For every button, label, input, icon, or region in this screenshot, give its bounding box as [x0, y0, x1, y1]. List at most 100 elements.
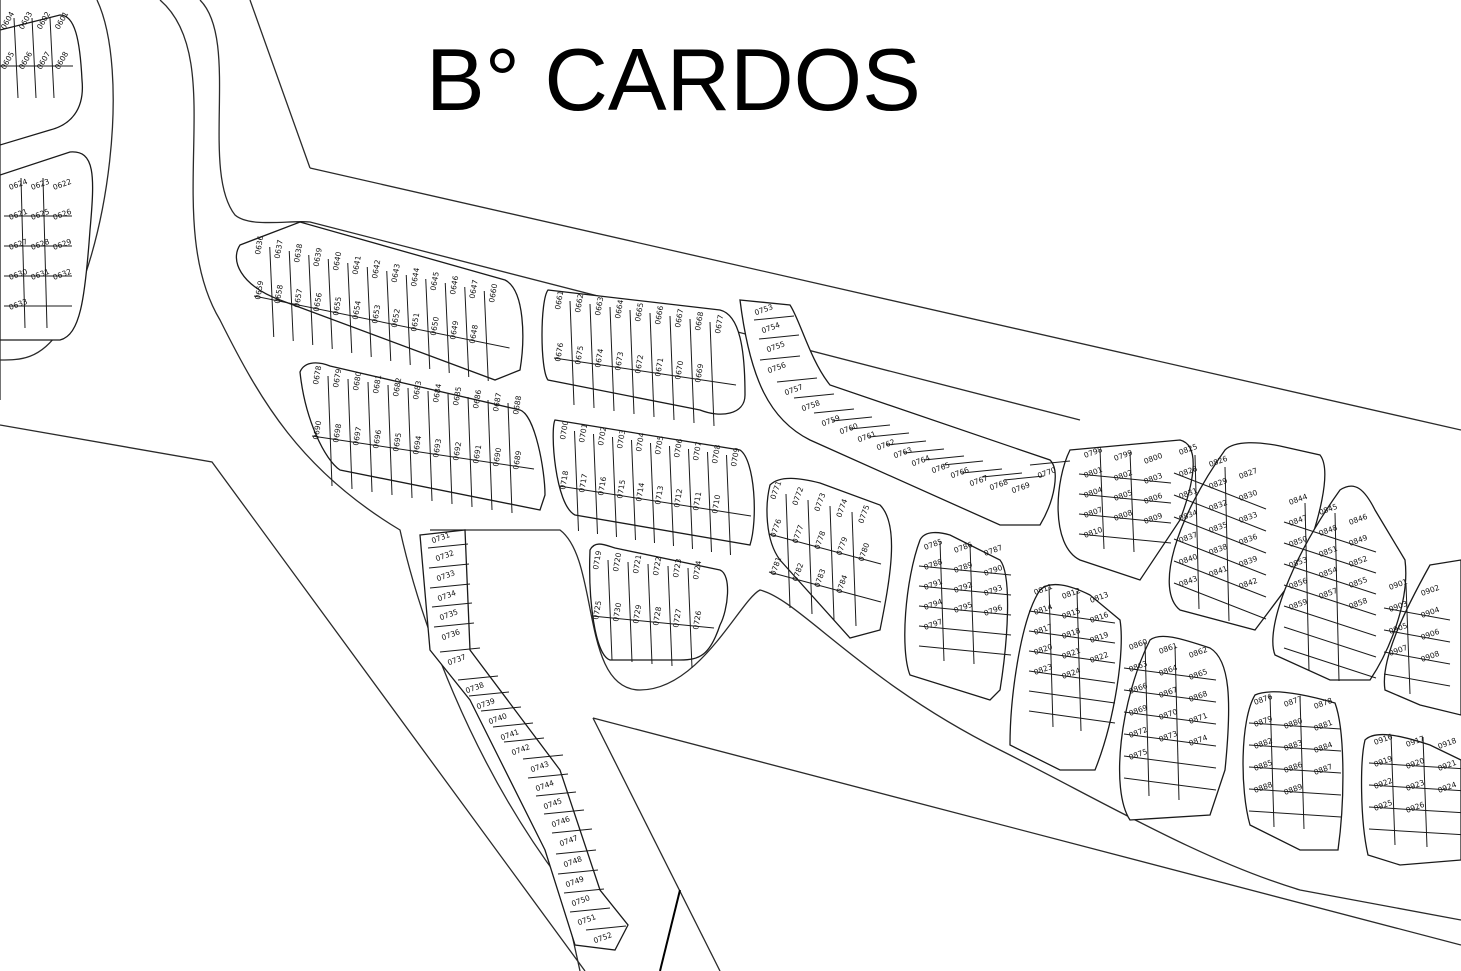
lot-divider: [439, 647, 481, 653]
lot-divider: [555, 849, 597, 855]
lot-label: 0693: [431, 438, 443, 459]
lot-label: 0674: [593, 348, 605, 369]
lot-label: 0683: [411, 380, 423, 401]
lot-divider: [387, 384, 393, 496]
lot-divider: [1078, 533, 1172, 544]
lot-divider: [649, 312, 655, 418]
lot-label: 0641: [351, 255, 363, 276]
lot-divider: [868, 432, 910, 438]
lot-divider: [49, 17, 55, 99]
lot-divider: [553, 357, 737, 386]
lot-divider: [1174, 645, 1180, 801]
lot-label: 0716: [596, 476, 608, 497]
lot-label: 0685: [451, 386, 463, 407]
lot-label: 0645: [429, 271, 441, 292]
lot-divider: [427, 390, 433, 502]
lot-divider: [31, 17, 37, 99]
lot-divider: [1173, 494, 1267, 532]
lot-divider: [831, 416, 873, 422]
lot-divider: [1224, 466, 1230, 622]
lot-divider: [1194, 454, 1200, 610]
lot-divider: [425, 278, 431, 370]
lot-divider: [1368, 762, 1461, 770]
lot-label: 0714: [634, 482, 646, 503]
lot-divider: [849, 424, 891, 430]
lot-divider: [707, 451, 712, 553]
lot-divider: [1123, 711, 1217, 725]
lot-divider: [1422, 736, 1428, 848]
block-block-g: [904, 531, 1009, 701]
lot-divider: [1123, 667, 1217, 681]
lot-divider: [981, 472, 1023, 478]
lot-divider: [464, 286, 470, 378]
lot-divider: [1144, 641, 1150, 797]
lot-divider: [1283, 521, 1377, 553]
lot-label: 0654: [351, 300, 363, 321]
lot-divider: [20, 177, 26, 329]
lot-label: 0718: [558, 470, 570, 491]
lot-label: 0639: [312, 247, 324, 268]
lot-label: 0697: [351, 426, 363, 447]
lot-divider: [918, 625, 1012, 636]
lot-divider: [1283, 563, 1377, 595]
lot-divider: [347, 262, 353, 354]
lot-divider: [1383, 651, 1451, 665]
lot-label: 0662: [573, 293, 585, 314]
lot-label: 0657: [292, 288, 304, 309]
lot-divider: [1283, 605, 1377, 637]
lot-divider: [585, 925, 627, 931]
lot-divider: [551, 828, 593, 834]
lot-divider: [669, 445, 674, 547]
lot-divider: [269, 246, 275, 338]
lot-divider: [758, 334, 800, 340]
lot-label: 0679: [331, 368, 343, 389]
lot-divider: [1129, 451, 1135, 553]
lot-divider: [1099, 448, 1105, 550]
lot-label: 0678: [311, 365, 323, 386]
lot-label: 0687: [491, 392, 503, 413]
lot-label: 0707: [691, 441, 703, 462]
lot-divider: [447, 393, 453, 505]
lot-divider: [1248, 810, 1342, 818]
lot-divider: [557, 869, 599, 875]
lot-divider: [574, 430, 579, 532]
block-block-i: [1009, 583, 1122, 771]
lot-divider: [347, 378, 353, 490]
lot-label: 0689: [511, 450, 523, 471]
lot-divider: [1334, 512, 1340, 682]
lot-divider: [522, 754, 564, 760]
lot-divider: [1173, 516, 1267, 554]
lot-divider: [1368, 828, 1461, 836]
lot-label: 0694: [411, 435, 423, 456]
lot-label: 0722: [651, 556, 663, 577]
lot-label: 0725: [591, 600, 603, 621]
lot-divider: [428, 563, 470, 569]
lot-divider: [535, 791, 577, 797]
lot-label: 0726: [691, 610, 703, 631]
lot-label: 0730: [611, 602, 623, 623]
lot-divider: [1304, 502, 1310, 672]
lot-divider: [1368, 784, 1461, 792]
lot-divider: [1248, 722, 1342, 730]
lot-divider: [923, 455, 965, 461]
lot-label: 0688: [511, 395, 523, 416]
lot-divider: [1248, 788, 1342, 796]
lot-label: 0647: [468, 279, 480, 300]
lot-label: 0651: [409, 312, 421, 333]
lot-label: 0664: [613, 299, 625, 320]
lot-label: 0681: [371, 374, 383, 395]
lot-divider: [327, 258, 333, 350]
lot-label: 0705: [653, 435, 665, 456]
lot-divider: [1383, 673, 1451, 687]
lot-divider: [1078, 513, 1172, 524]
lot-label: 0638: [292, 243, 304, 264]
lot-divider: [444, 282, 450, 374]
lot-divider: [1003, 475, 1045, 481]
lot-label: 0667: [673, 308, 685, 329]
block-top-left-upper: [0, 14, 84, 146]
lot-divider: [558, 485, 752, 517]
lot-divider: [427, 543, 469, 549]
lot-divider: [1048, 586, 1054, 728]
lot-divider: [942, 460, 984, 466]
